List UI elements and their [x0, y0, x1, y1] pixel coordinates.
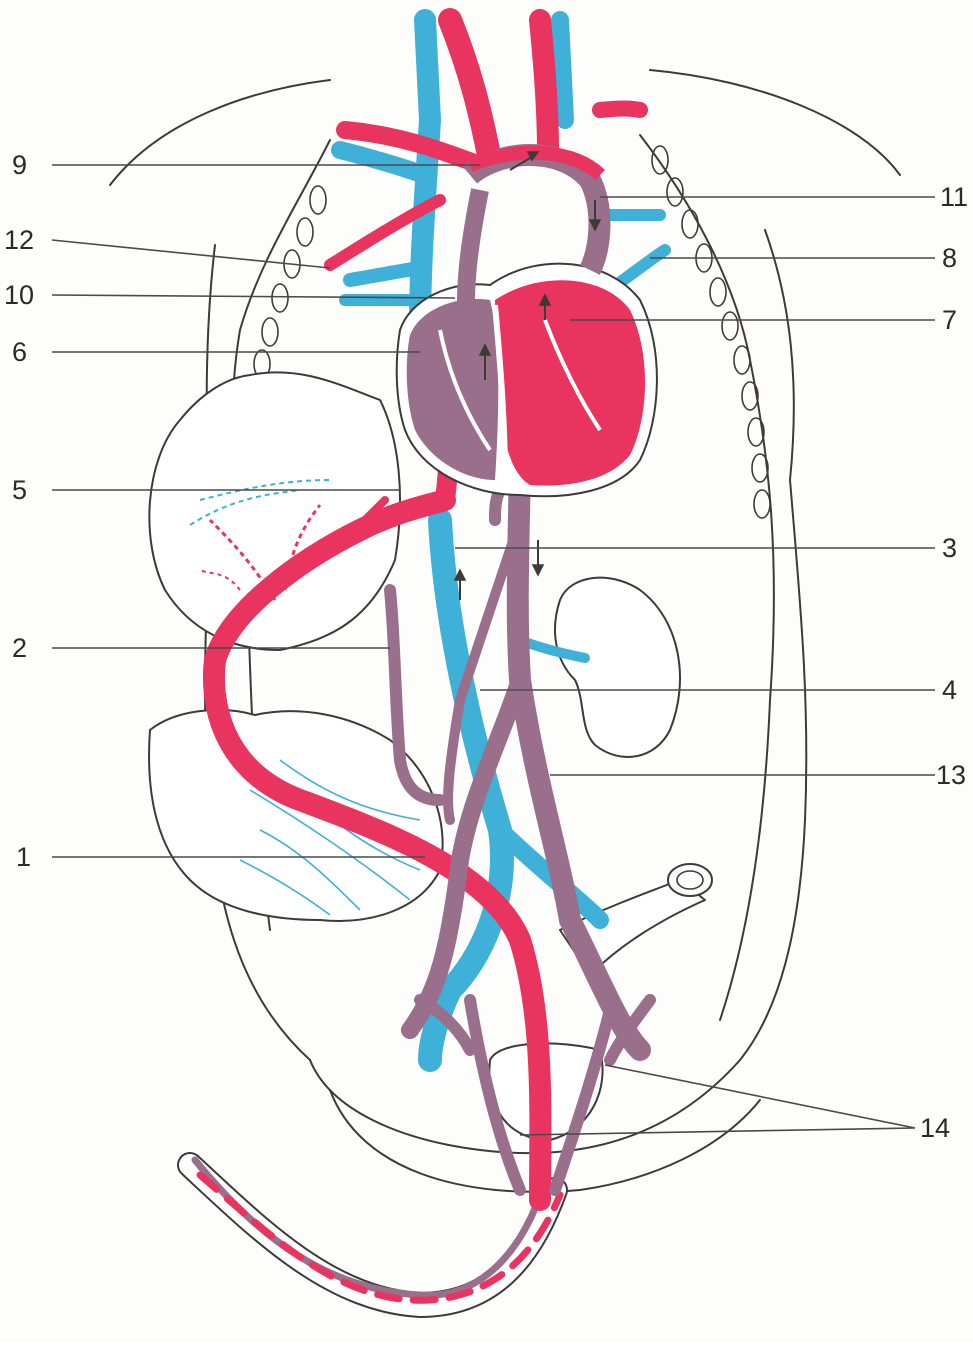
label-3: 3 [942, 533, 957, 563]
label-11: 11 [940, 182, 968, 212]
label-12: 12 [4, 225, 34, 255]
liver [149, 372, 400, 650]
rib-chain-right [652, 146, 770, 518]
umbilical-cord [190, 1160, 560, 1305]
label-5: 5 [12, 475, 27, 505]
label-14: 14 [920, 1113, 950, 1143]
kidney [555, 578, 680, 757]
label-6: 6 [12, 337, 27, 367]
label-7: 7 [942, 305, 957, 335]
label-1: 1 [16, 842, 31, 872]
label-2: 2 [12, 633, 27, 663]
label-9: 9 [12, 150, 27, 180]
label-4: 4 [942, 675, 957, 705]
label-10: 10 [4, 280, 34, 310]
label-8: 8 [942, 243, 957, 273]
label-13: 13 [936, 760, 966, 790]
